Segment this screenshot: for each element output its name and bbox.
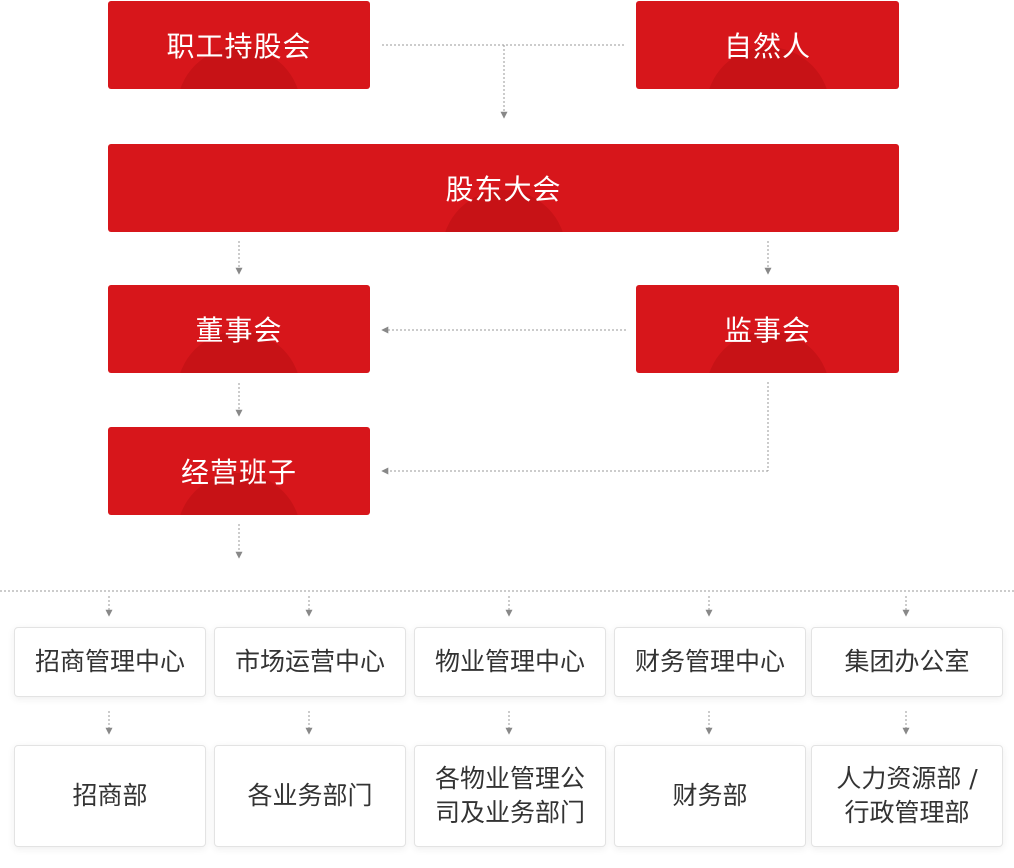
dept-center-label: 市场运营中心 (234, 647, 385, 676)
dept-sub-label: 招商部 (72, 781, 148, 810)
dept-sub-box: 各业务部门 (214, 745, 406, 847)
dept-sub-box: 各物业管理公 司及业务部门 (414, 745, 606, 847)
dept-sub-box: 财务部 (614, 745, 806, 847)
dept-center-box: 市场运营中心 (214, 627, 406, 697)
node-board-of-directors: 董事会 (108, 285, 370, 373)
node-management-team: 经营班子 (108, 427, 370, 515)
node-label: 董事会 (195, 314, 283, 347)
node-label: 职工持股会 (166, 30, 312, 63)
dept-center-label: 物业管理中心 (434, 647, 585, 676)
node-natural-person: 自然人 (636, 1, 899, 89)
dept-sub-label: 人力资源部 / 行政管理部 (836, 764, 978, 827)
dept-center-label: 财务管理中心 (634, 647, 785, 676)
dept-center-label: 集团办公室 (844, 647, 970, 676)
node-supervisory-board: 监事会 (636, 285, 899, 373)
dept-center-box: 招商管理中心 (14, 627, 206, 697)
node-employee-union: 职工持股会 (108, 1, 370, 89)
node-label: 监事会 (723, 314, 811, 347)
dept-center-box: 集团办公室 (811, 627, 1003, 697)
node-shareholders-meeting: 股东大会 (108, 144, 899, 232)
dept-sub-label: 各业务部门 (247, 781, 373, 810)
dept-center-label: 招商管理中心 (34, 647, 185, 676)
dept-center-box: 物业管理中心 (414, 627, 606, 697)
dept-center-box: 财务管理中心 (614, 627, 806, 697)
node-label: 自然人 (723, 30, 811, 63)
dept-sub-box: 招商部 (14, 745, 206, 847)
node-label: 股东大会 (445, 173, 562, 206)
dept-sub-box: 人力资源部 / 行政管理部 (811, 745, 1003, 847)
node-label: 经营班子 (180, 456, 297, 489)
dept-sub-label: 各物业管理公 司及业务部门 (434, 764, 585, 827)
dept-sub-label: 财务部 (672, 781, 748, 810)
